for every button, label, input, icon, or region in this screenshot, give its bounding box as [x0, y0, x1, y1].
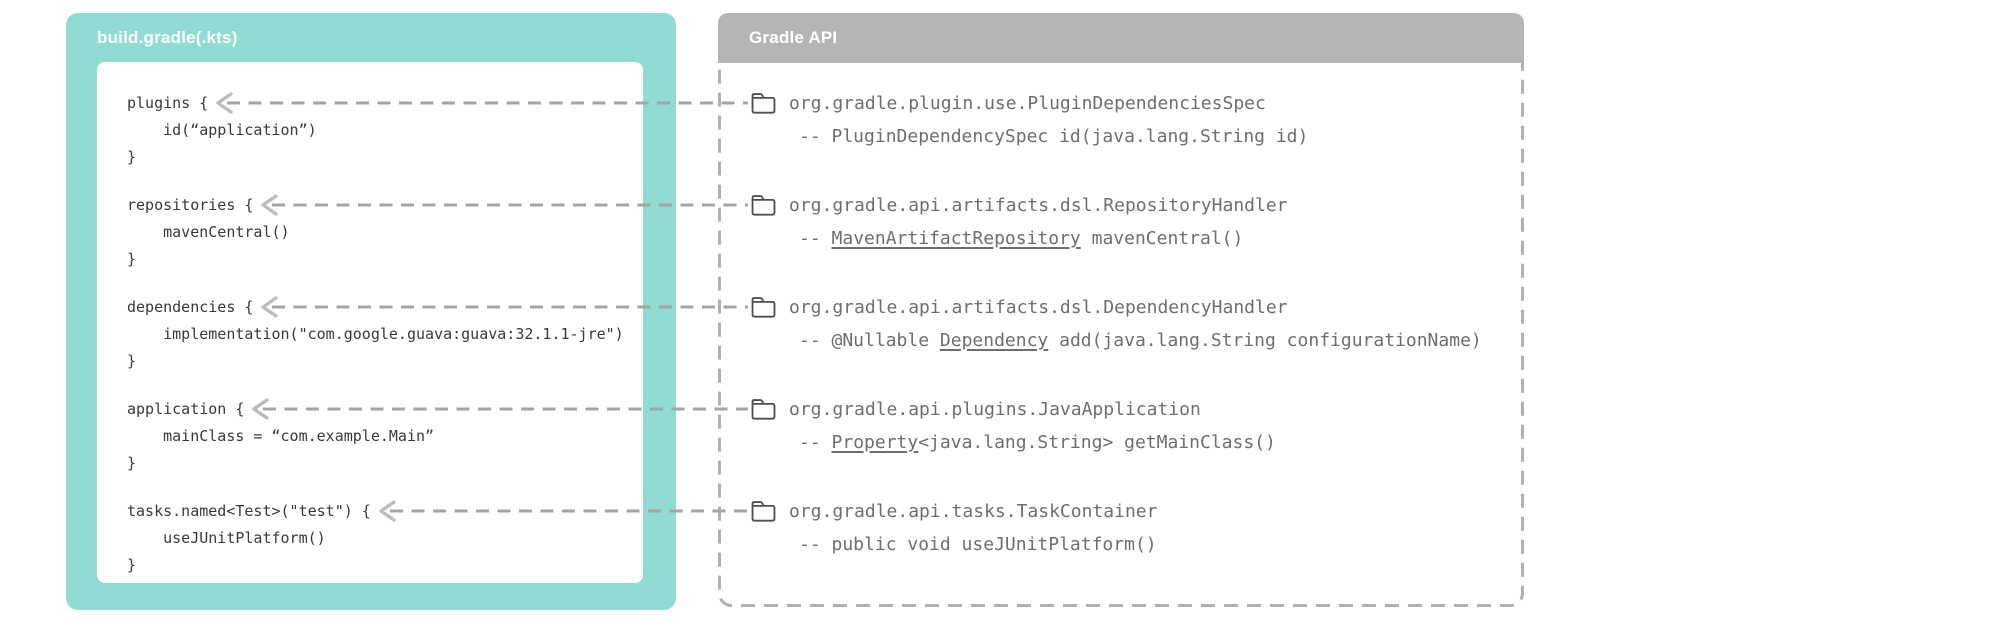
code-block: application { mainClass = “com.example.M…: [127, 396, 434, 477]
api-entry-text: org.gradle.api.tasks.TaskContainer -- pub…: [789, 495, 1157, 561]
code-line: plugins {: [127, 94, 209, 112]
build-file-title: build.gradle(.kts): [97, 28, 238, 47]
api-signature-text: --: [799, 228, 832, 249]
api-signature-text: -- PluginDependencySpec id(java.lang.Str…: [799, 126, 1309, 147]
api-signature-text: -- public void useJUnitPlatform(): [799, 534, 1157, 555]
api-entry: org.gradle.api.tasks.TaskContainer -- pub…: [750, 495, 1157, 561]
api-entry: org.gradle.api.artifacts.dsl.DependencyH…: [750, 291, 1482, 357]
api-linked-type: Property: [831, 432, 919, 453]
api-entry: org.gradle.api.artifacts.dsl.RepositoryH…: [750, 189, 1288, 255]
api-type-name: org.gradle.plugin.use.PluginDependencies…: [789, 93, 1266, 114]
code-line: }: [127, 352, 137, 370]
api-signature-text: <java.lang.String> getMainClass(): [918, 432, 1276, 453]
api-entry-text: org.gradle.api.artifacts.dsl.DependencyH…: [789, 291, 1482, 357]
api-type-name: org.gradle.api.plugins.JavaApplication: [789, 399, 1201, 420]
code-line: }: [127, 556, 137, 574]
code-line: }: [127, 454, 137, 472]
api-type-name: org.gradle.api.tasks.TaskContainer: [789, 501, 1158, 522]
api-entry-text: org.gradle.api.plugins.JavaApplication --…: [789, 393, 1276, 459]
code-line: tasks.named<Test>("test") {: [127, 502, 371, 520]
code-line: mainClass = “com.example.Main”: [127, 427, 435, 445]
code-block: dependencies { implementation("com.googl…: [127, 294, 624, 375]
code-block: tasks.named<Test>("test") { useJUnitPlat…: [127, 498, 371, 579]
api-linked-type: Dependency: [939, 330, 1049, 351]
code-line: mavenCentral(): [127, 223, 290, 241]
code-block: plugins { id(“application”)}: [127, 90, 317, 171]
api-linked-type: MavenArtifactRepository: [831, 228, 1081, 249]
code-line: dependencies {: [127, 298, 254, 316]
api-member-signature: -- MavenArtifactRepository mavenCentral(…: [789, 222, 1288, 255]
folder-icon: [751, 195, 776, 216]
folder-icon: [751, 93, 776, 114]
api-signature-text: --: [799, 432, 832, 453]
code-line: implementation("com.google.guava:guava:3…: [127, 325, 624, 343]
build-file-card: plugins { id(“application”)}repositories…: [97, 62, 643, 583]
code-line: }: [127, 148, 137, 166]
code-line: repositories {: [127, 196, 254, 214]
code-line: }: [127, 250, 137, 268]
build-file-panel: build.gradle(.kts) plugins { id(“applica…: [66, 13, 676, 610]
api-signature-text: add(java.lang.String configurationName): [1048, 330, 1482, 351]
api-signature-text: -- @Nullable: [799, 330, 940, 351]
code-line: id(“application”): [127, 121, 317, 139]
api-member-signature: -- @Nullable Dependency add(java.lang.St…: [789, 324, 1482, 357]
code-block: repositories { mavenCentral()}: [127, 192, 290, 273]
api-entry: org.gradle.api.plugins.JavaApplication --…: [750, 393, 1276, 459]
code-line: application {: [127, 400, 245, 418]
api-member-signature: -- public void useJUnitPlatform(): [789, 528, 1157, 561]
api-entry: org.gradle.plugin.use.PluginDependencies…: [750, 87, 1308, 153]
api-entry-text: org.gradle.plugin.use.PluginDependencies…: [789, 87, 1308, 153]
api-member-signature: -- Property<java.lang.String> getMainCla…: [789, 426, 1276, 459]
api-entry-text: org.gradle.api.artifacts.dsl.RepositoryH…: [789, 189, 1288, 255]
folder-icon: [751, 501, 776, 522]
folder-icon: [751, 297, 776, 318]
api-type-name: org.gradle.api.artifacts.dsl.DependencyH…: [789, 297, 1288, 318]
api-member-signature: -- PluginDependencySpec id(java.lang.Str…: [789, 120, 1308, 153]
api-type-name: org.gradle.api.artifacts.dsl.RepositoryH…: [789, 195, 1288, 216]
api-signature-text: mavenCentral(): [1080, 228, 1244, 249]
folder-icon: [751, 399, 776, 420]
code-line: useJUnitPlatform(): [127, 529, 326, 547]
